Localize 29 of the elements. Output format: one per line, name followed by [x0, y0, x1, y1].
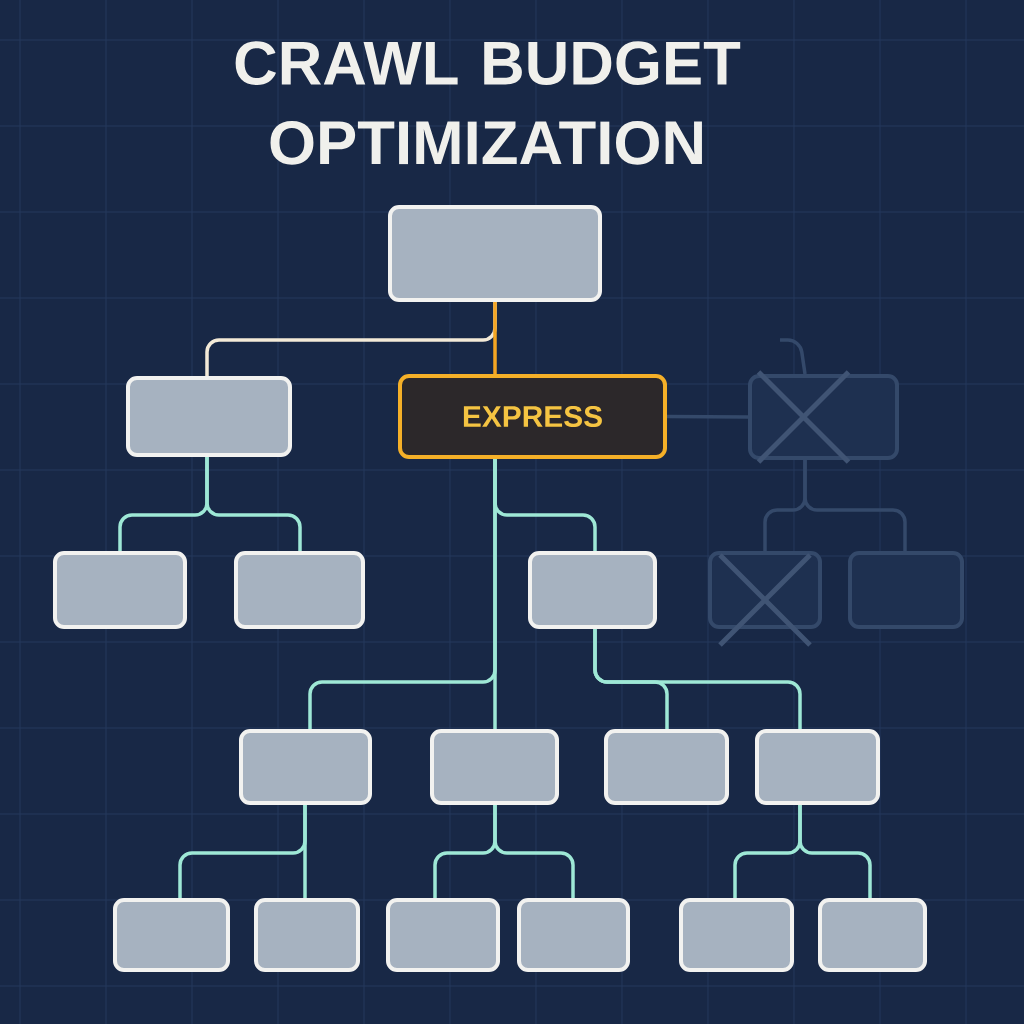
- box: [234, 551, 365, 629]
- connector-line: [493, 805, 575, 898]
- connector-line: [780, 338, 807, 375]
- box: [388, 205, 602, 302]
- box: [430, 729, 559, 805]
- connector-line: [667, 414, 749, 419]
- connector-line: [493, 302, 497, 374]
- box: [113, 898, 230, 972]
- connector-line: [303, 805, 307, 898]
- box: [53, 551, 187, 629]
- box: [239, 729, 372, 805]
- connector-line: [803, 460, 907, 551]
- box: [679, 898, 794, 972]
- box: [528, 551, 657, 629]
- box: [386, 898, 500, 972]
- box: [604, 729, 729, 805]
- highlighted-box: EXPRESS: [398, 374, 667, 459]
- box: [755, 729, 880, 805]
- connector-line: [205, 457, 302, 551]
- box: [517, 898, 630, 972]
- box: [818, 898, 927, 972]
- box: [254, 898, 360, 972]
- connector-line: [593, 629, 802, 729]
- title: CRAWL BUDGET OPTIMIZATION: [235, 41, 741, 165]
- connector-line: [798, 805, 872, 898]
- faded-box: [848, 551, 964, 629]
- faded-box: [748, 374, 899, 460]
- connector-line: [493, 459, 497, 729]
- box: [126, 376, 292, 457]
